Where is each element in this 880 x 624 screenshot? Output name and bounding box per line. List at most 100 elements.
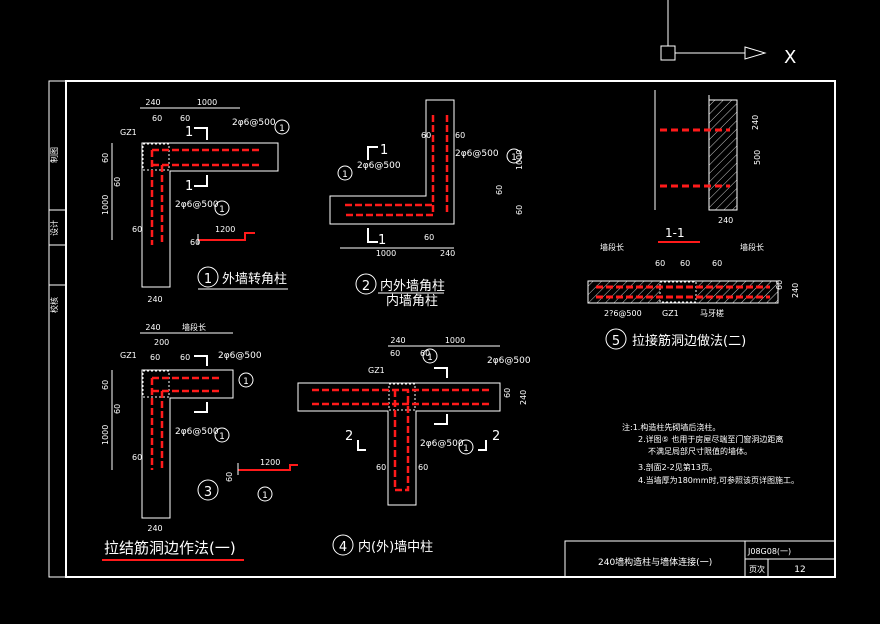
side-label-check: 校核 [49,297,59,313]
d2-dim-60a: 60 [455,131,465,140]
d3-number: 3 [204,485,212,500]
d1-dim-60d: 60 [113,177,122,187]
note-5: 4.当墙厚为180mm时,可参照该页详图施工。 [638,475,799,485]
d3-rebar-a: 2φ6@500 [218,351,262,361]
bottom-left-title: 拉结筋洞边作法(一) [104,539,236,557]
note-3: 不满足局部尺寸限值的墙体。 [648,446,752,456]
detail-2: 60 60 1000 60 60 1000 60 240 2φ6@500 2φ6… [329,99,524,309]
title-block-title: 240墙构造柱与墙体连接(一) [598,556,712,568]
d2-title-b: 内墙角柱 [386,293,438,309]
d1-circle-b: 1 [219,205,225,215]
d4-dim-60b: 60 [420,349,430,358]
d4-dim-60e: 60 [418,463,428,472]
d1-circle-a: 1 [279,124,285,134]
d4-circle-b: 1 [463,444,469,454]
d2-number: 2 [362,279,370,294]
d5-sec-label: 1-1 [665,226,685,240]
d4-title: 内(外)墙中柱 [358,539,433,555]
d2-dim-60c: 60 [495,185,504,195]
detail-4: 240 1000 60 60 240 60 60 60 GZ1 2φ6@500 … [297,336,531,556]
d4-sec-a: 2 [345,429,353,444]
title-block-page-label: 页次 [749,564,765,574]
d4-circle-a: 1 [427,353,433,363]
d4-dim-1000: 1000 [445,336,465,345]
notes: 注:1.构造柱先砌墙后浇柱。 2.详图⑤ 也用于房屋尽端至门窗洞边距离 不满足局… [622,422,799,485]
d5-title: 拉接筋洞边做法(二) [632,333,746,349]
d1-dim-60b: 60 [180,114,190,123]
d5-dim-240c: 240 [791,283,800,298]
d1-dim-240b: 240 [147,295,162,304]
d5-tooth: 马牙槎 [700,308,724,318]
d5-dim-60b: 60 [680,259,690,268]
d2-circle-a: 1 [511,153,517,163]
detail-1: 240 1000 60 60 GZ1 60 1000 60 60 240 120… [101,98,290,304]
title-block-page: 12 [794,565,805,575]
d3-dim-60f: 60 [225,472,234,482]
d5-number: 5 [612,334,620,349]
d3-circle-a: 1 [243,377,249,387]
d5-dim-60a: 60 [655,259,665,268]
d1-sec-a: 1 [185,125,193,140]
d3-wall-len: 墙段长 [182,322,206,332]
d1-dim-60f: 60 [190,238,200,247]
d2-dim-1000: 1000 [376,249,396,258]
d2-dim-60b: 60 [421,131,431,140]
d2-dim-60d: 60 [515,205,524,215]
d4-rebar-a: 2φ6@500 [487,356,531,366]
d1-dim-1000v: 1000 [101,195,110,215]
d3-dim-60b: 60 [180,353,190,362]
d5-dim-60d: 60 [775,280,784,290]
d3-dim-240: 240 [145,323,160,332]
d2-dim-240: 240 [440,249,455,258]
d3-dim-60e: 60 [132,453,142,462]
d2-rebar-a: 2φ6@500 [455,149,499,159]
d5-dim-60c: 60 [712,259,722,268]
d2-sec-b: 1 [378,233,386,248]
d3-dim-60d: 60 [113,404,122,414]
d3-dim-1200: 1200 [260,458,280,467]
d5-rebar: 2?6@500 [604,309,642,318]
d1-wall [141,142,279,288]
d2-title-a: 内外墙角柱 [380,278,445,294]
d1-dim-240: 240 [145,98,160,107]
side-label-design: 设计 [49,220,59,236]
side-label-draw: 制图 [49,147,59,163]
d1-dim-60a: 60 [152,114,162,123]
d4-dim-240v: 240 [519,390,528,405]
d5-dim-240b: 240 [718,216,733,225]
d1-dim-1000: 1000 [197,98,217,107]
d2-sec-a: 1 [380,143,388,158]
note-4: 3.剖面2-2见第13页。 [638,462,717,472]
d2-rebar-b: 2φ6@500 [357,161,401,171]
note-2: 2.详图⑤ 也用于房屋尽端至门窗洞边距离 [638,434,783,444]
title-block-code: J08G08(一) [747,547,791,556]
d1-dim-60c: 60 [101,153,110,163]
d5-dim-500: 500 [753,150,762,165]
d3-rebar-b: 2φ6@500 [175,427,219,437]
d3-gz: GZ1 [120,351,137,360]
d4-dim-60a: 60 [390,349,400,358]
title-block: 240墙构造柱与墙体连接(一) J08G08(一) 页次 12 [564,540,836,578]
d3-dim-1000v: 1000 [101,425,110,445]
note-1: 注:1.构造柱先砌墙后浇柱。 [622,422,720,432]
d2-dim-60e: 60 [424,233,434,242]
d1-sec-b: 1 [185,179,193,194]
d3-dim-240b: 240 [147,524,162,533]
d1-number-circle [197,266,219,288]
d5-gz: GZ1 [662,309,679,318]
d3-circle-c: 1 [262,491,268,501]
d1-rebar-bot: 2φ6@500 [175,200,219,210]
d5-wall-a: 墙段长 [600,242,624,252]
d5-dim-240v: 240 [751,115,760,130]
d1-rebar-top: 2φ6@500 [232,118,276,128]
d4-dim-60d: 60 [376,463,386,472]
detail-3: 240 200 墙段长 60 60 GZ1 60 1000 60 60 240 … [101,322,298,533]
d2-circle-b: 1 [342,170,348,180]
d4-sec-b: 2 [492,429,500,444]
ucs-x-label: X [784,47,796,68]
d5-wall-b: 墙段长 [740,242,764,252]
d3-dim-60c: 60 [101,380,110,390]
d3-dim-200: 200 [154,338,169,347]
d4-gz: GZ1 [368,366,385,375]
